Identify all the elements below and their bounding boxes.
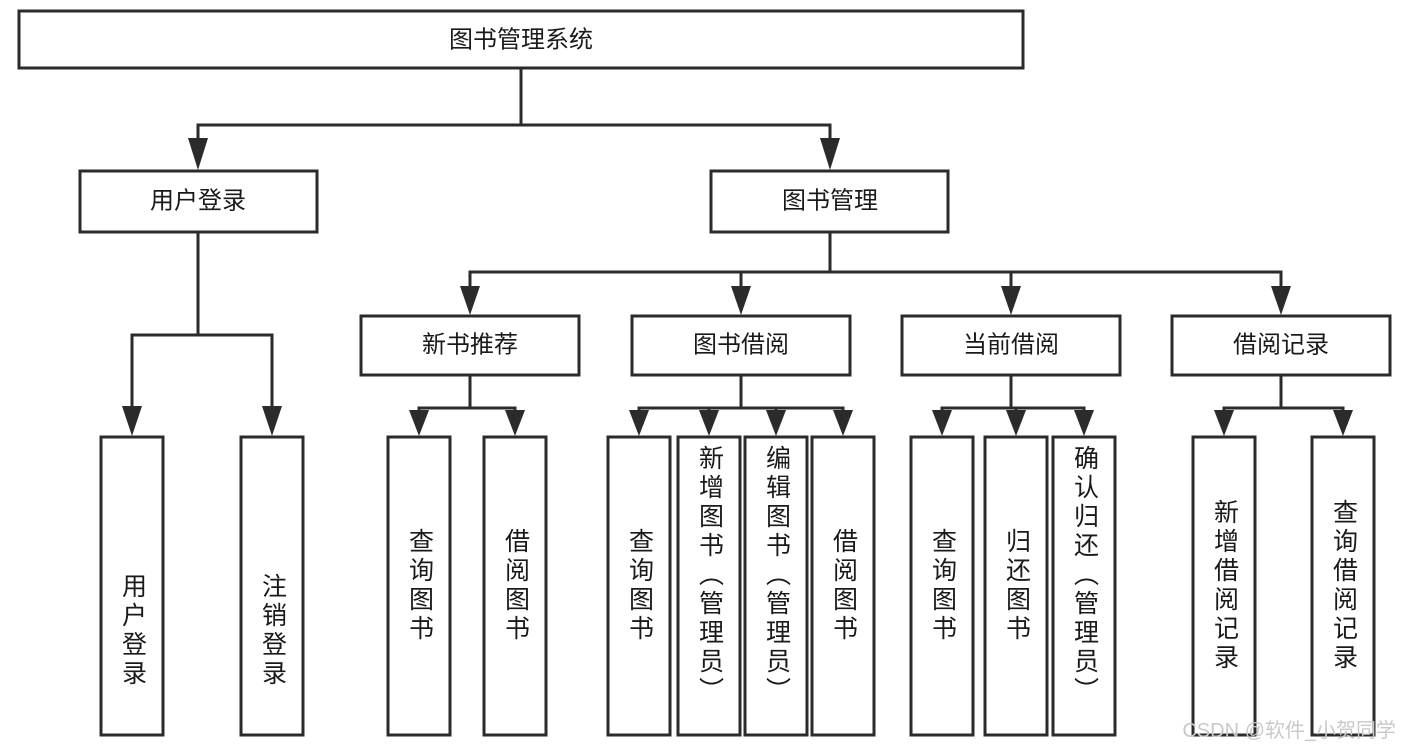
node-leaf-query-book-current-text-area: 查询图书	[928, 528, 957, 644]
arrowhead-leaf-logout	[262, 406, 282, 436]
node-new-book-recommend[interactable]: 新书推荐	[359, 314, 581, 377]
node-leaf-add-book[interactable]: 新增图书（管理员）	[676, 435, 742, 737]
node-current-borrow-box[interactable]	[900, 314, 1122, 377]
csdn-watermark: CSDN @软件_小贺同学	[1182, 719, 1396, 742]
node-leaf-confirm-return-text-area: 确认归还（管理员）	[1070, 445, 1099, 706]
node-leaf-query-book-recommend-text-area: 查询图书	[405, 528, 434, 644]
arrowhead-leaf-query-book-current	[932, 410, 952, 436]
arrowhead-borrow-record	[1271, 286, 1291, 315]
node-leaf-query-book-borrow[interactable]: 查询图书	[606, 435, 672, 737]
node-borrow-record-box[interactable]	[1170, 314, 1392, 377]
node-leaf-add-book-label: 新增图书（管理员）	[695, 445, 724, 706]
arrowhead-leaf-return-book	[1006, 410, 1026, 436]
node-borrow-record-label: 借阅记录	[1233, 331, 1329, 358]
node-user-login[interactable]: 用户登录	[78, 169, 319, 234]
node-leaf-borrow-book-recommend-text-area: 借阅图书	[501, 528, 530, 644]
node-leaf-add-borrow-record-text-area: 新增借阅记录	[1210, 499, 1239, 673]
node-book-management-box[interactable]	[709, 169, 950, 234]
node-leaf-return-book-label: 归还图书	[1002, 528, 1031, 644]
node-leaf-query-book-borrow-box[interactable]	[606, 435, 672, 737]
node-leaf-query-book-current-label: 查询图书	[928, 528, 957, 644]
node-leaf-return-book-text-area: 归还图书	[1002, 528, 1031, 644]
node-leaf-query-book-borrow-label: 查询图书	[625, 528, 654, 644]
node-new-book-recommend-label: 新书推荐	[422, 331, 518, 358]
node-user-login-box[interactable]	[78, 169, 319, 234]
node-leaf-edit-book-text-area: 编辑图书（管理员）	[762, 445, 791, 706]
arrowhead-user-login	[188, 138, 208, 170]
node-leaf-query-borrow-record[interactable]: 查询借阅记录	[1310, 435, 1376, 737]
node-leaf-logout-text-area: 注销登录	[258, 573, 287, 689]
arrowhead-book-management	[820, 138, 840, 170]
node-leaf-user-login-label: 用户登录	[118, 573, 147, 689]
node-leaf-user-login-box[interactable]	[99, 435, 165, 737]
node-leaf-edit-book-box[interactable]	[743, 435, 809, 737]
node-leaf-query-book-recommend-box[interactable]	[386, 435, 452, 737]
node-book-management-label: 图书管理	[782, 187, 878, 214]
node-leaf-add-borrow-record[interactable]: 新增借阅记录	[1191, 435, 1257, 737]
arrowhead-leaf-query-book-recommend	[409, 410, 429, 436]
node-leaf-query-book-recommend-label: 查询图书	[405, 528, 434, 644]
arrowhead-leaf-user-login	[122, 406, 142, 436]
arrowhead-leaf-add-book	[699, 410, 719, 436]
node-root[interactable]: 图书管理系统	[17, 9, 1025, 70]
node-new-book-recommend-box[interactable]	[359, 314, 581, 377]
node-leaf-query-book-recommend[interactable]: 查询图书	[386, 435, 452, 737]
node-leaf-borrow-book-label: 借阅图书	[829, 528, 858, 644]
arrowhead-current-borrow	[1001, 286, 1021, 315]
node-leaf-user-login[interactable]: 用户登录	[99, 435, 165, 737]
arrowhead-new-book	[460, 286, 480, 315]
node-leaf-borrow-book-box[interactable]	[810, 435, 876, 737]
node-leaf-user-login-text-area: 用户登录	[118, 573, 147, 689]
node-book-borrow-label: 图书借阅	[693, 331, 789, 358]
node-leaf-query-book-borrow-text-area: 查询图书	[625, 528, 654, 644]
node-leaf-return-book-box[interactable]	[983, 435, 1049, 737]
arrowhead-leaf-borrow-book-recommend	[505, 410, 525, 436]
node-leaf-borrow-book-recommend-box[interactable]	[482, 435, 548, 737]
connector-layer	[122, 66, 1353, 436]
node-leaf-query-borrow-record-box[interactable]	[1310, 435, 1376, 737]
node-leaf-query-book-current[interactable]: 查询图书	[909, 435, 975, 737]
node-book-borrow-box[interactable]	[630, 314, 852, 377]
arrowhead-book-borrow	[731, 286, 751, 315]
node-leaf-edit-book-label: 编辑图书（管理员）	[762, 445, 791, 706]
node-leaf-add-borrow-record-label: 新增借阅记录	[1210, 499, 1239, 673]
node-leaf-add-book-text-area: 新增图书（管理员）	[695, 445, 724, 706]
node-book-management[interactable]: 图书管理	[709, 169, 950, 234]
node-leaf-add-book-box[interactable]	[676, 435, 742, 737]
node-current-borrow-label: 当前借阅	[963, 331, 1059, 358]
node-leaf-logout-label: 注销登录	[258, 573, 287, 689]
node-leaf-borrow-book-recommend-label: 借阅图书	[501, 528, 530, 644]
arrowhead-leaf-query-borrow-record	[1333, 410, 1353, 436]
node-leaf-borrow-book[interactable]: 借阅图书	[810, 435, 876, 737]
node-leaf-confirm-return-box[interactable]	[1051, 435, 1117, 737]
node-root-box[interactable]	[17, 9, 1025, 70]
node-leaf-confirm-return[interactable]: 确认归还（管理员）	[1051, 435, 1117, 737]
node-leaf-borrow-book-text-area: 借阅图书	[829, 528, 858, 644]
arrowhead-leaf-edit-book	[766, 410, 786, 436]
arrowhead-leaf-add-borrow-record	[1214, 410, 1234, 436]
node-current-borrow[interactable]: 当前借阅	[900, 314, 1122, 377]
node-leaf-logout[interactable]: 注销登录	[239, 435, 305, 737]
node-user-login-label: 用户登录	[150, 187, 246, 214]
arrowhead-leaf-query-book-borrow	[629, 410, 649, 436]
node-leaf-logout-box[interactable]	[239, 435, 305, 737]
node-leaf-edit-book[interactable]: 编辑图书（管理员）	[743, 435, 809, 737]
arrowhead-leaf-confirm-return	[1074, 410, 1094, 436]
node-borrow-record[interactable]: 借阅记录	[1170, 314, 1392, 377]
node-leaf-borrow-book-recommend[interactable]: 借阅图书	[482, 435, 548, 737]
node-root-label: 图书管理系统	[449, 26, 593, 53]
node-leaf-confirm-return-label: 确认归还（管理员）	[1070, 445, 1099, 706]
node-book-borrow[interactable]: 图书借阅	[630, 314, 852, 377]
node-leaf-add-borrow-record-box[interactable]	[1191, 435, 1257, 737]
node-leaf-return-book[interactable]: 归还图书	[983, 435, 1049, 737]
node-leaf-query-book-current-box[interactable]	[909, 435, 975, 737]
arrowhead-leaf-borrow-book	[833, 410, 853, 436]
node-leaf-query-borrow-record-label: 查询借阅记录	[1329, 499, 1358, 673]
node-leaf-query-borrow-record-text-area: 查询借阅记录	[1329, 499, 1358, 673]
